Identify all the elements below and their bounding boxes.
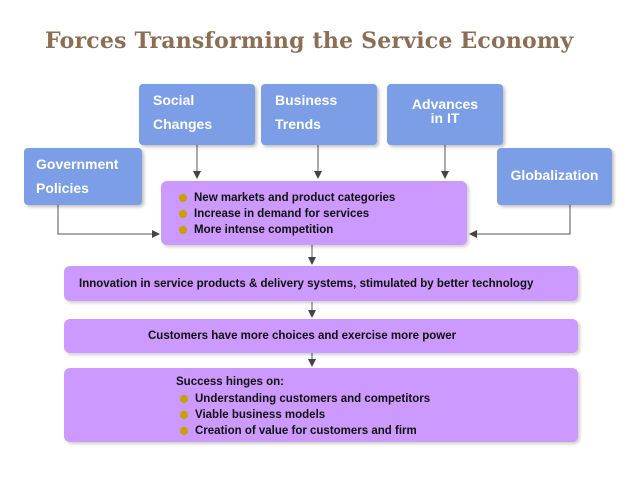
force-label-line1: Government xyxy=(36,156,119,172)
customers-box: Customers have more choices and exercise… xyxy=(64,319,578,353)
innovation-text: Innovation in service products & deliver… xyxy=(79,277,534,290)
bullet-icon xyxy=(179,194,187,202)
list-item: Creation of value for customers and firm xyxy=(180,423,578,439)
success-heading: Success hinges on: xyxy=(176,376,285,388)
list-item: Understanding customers and competitors xyxy=(180,391,578,407)
success-text: Creation of value for customers and firm xyxy=(195,425,417,437)
force-government-policies: Government Policies xyxy=(24,148,142,205)
arrow-globalization xyxy=(469,205,571,238)
list-item: Viable business models xyxy=(180,407,578,423)
innovation-box: Innovation in service products & deliver… xyxy=(64,266,578,301)
success-text: Understanding customers and competitors xyxy=(195,393,431,405)
force-business-trends: Business Trends xyxy=(261,84,377,145)
bullet-icon xyxy=(180,395,188,403)
force-label-line2: Changes xyxy=(153,116,213,132)
force-label-line2: Policies xyxy=(36,180,89,196)
force-label-line1: Social xyxy=(153,92,195,108)
success-box: Success hinges on: Understanding custome… xyxy=(64,368,578,442)
force-label-line1: Business xyxy=(275,92,338,108)
force-advances-in-it: Advances in IT xyxy=(387,84,503,145)
force-globalization: Globalization xyxy=(497,148,612,205)
force-label-line2: Trends xyxy=(275,116,321,132)
bullet-icon xyxy=(179,226,187,234)
impacts-box: New markets and product categories Incre… xyxy=(161,181,467,245)
force-label-line1: Advances xyxy=(411,96,479,112)
customers-text: Customers have more choices and exercise… xyxy=(148,330,457,342)
impact-text: More intense competition xyxy=(194,224,334,236)
force-label-line2: in IT xyxy=(430,110,460,126)
list-item: Increase in demand for services xyxy=(179,206,467,222)
list-item: More intense competition xyxy=(179,222,467,238)
impact-text: Increase in demand for services xyxy=(194,208,370,220)
arrow-government xyxy=(57,205,160,238)
force-label-line1: Globalization xyxy=(510,167,599,183)
force-social-changes: Social Changes xyxy=(139,84,255,145)
bullet-icon xyxy=(180,427,188,435)
bullet-icon xyxy=(179,210,187,218)
page-title: Forces Transforming the Service Economy xyxy=(45,28,574,54)
list-item: New markets and product categories xyxy=(179,190,467,206)
bullet-icon xyxy=(180,411,188,419)
impact-text: New markets and product categories xyxy=(194,192,396,204)
success-text: Viable business models xyxy=(195,409,326,421)
